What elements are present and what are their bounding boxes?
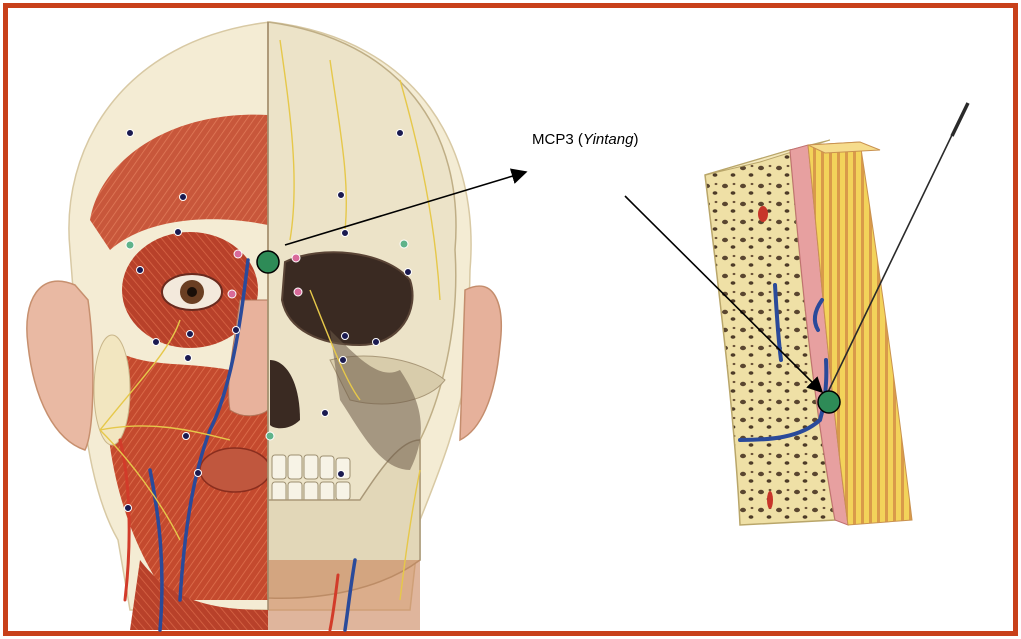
point-label-name: Yintang [583,131,634,148]
point-label: MCP3 (Yintang) [532,131,638,148]
point-label-suffix: ) [633,131,638,148]
yintang-point-marker-section [818,391,840,413]
yintang-point-marker-head [257,251,279,273]
right-ear [460,286,501,440]
lips [200,448,270,492]
point-label-prefix: MCP3 ( [532,131,583,148]
head-anatomy-illustration [27,22,501,630]
left-ear [27,281,93,450]
